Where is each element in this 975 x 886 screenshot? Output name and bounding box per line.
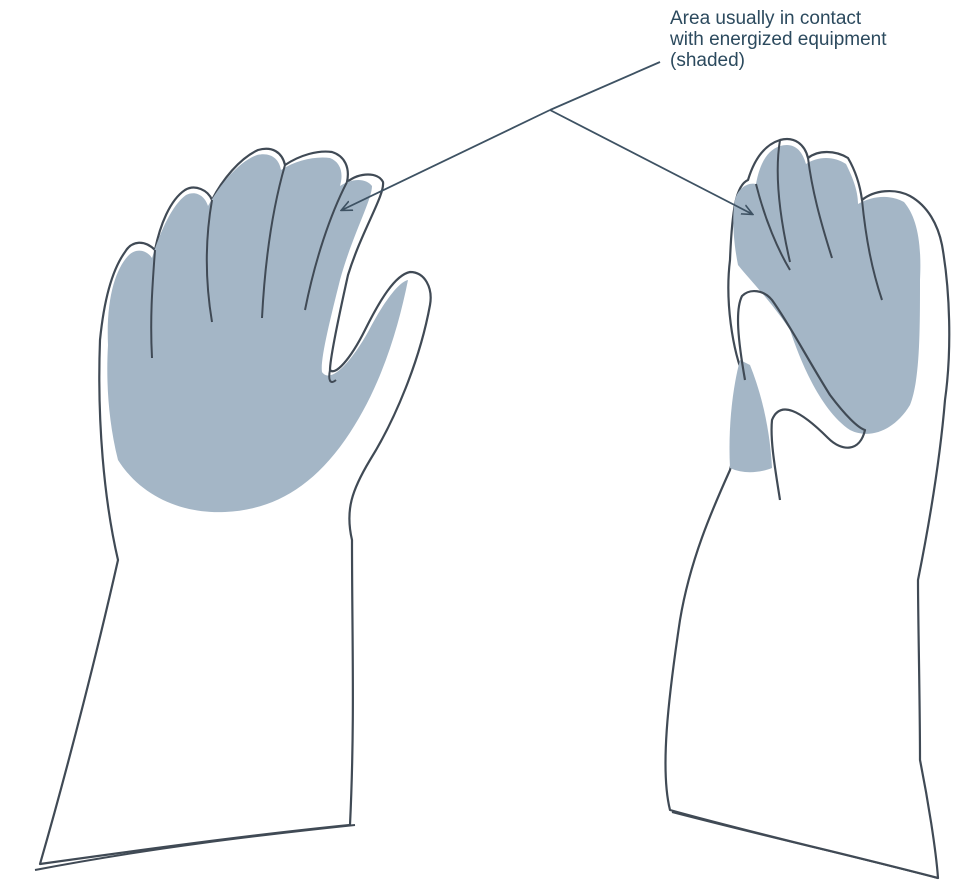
callout-leader: [342, 62, 752, 214]
leader-arrow-left: [342, 110, 550, 210]
leader-arrow-right: [550, 110, 752, 214]
callout-label: Area usually in contact with energized e…: [670, 8, 970, 71]
callout-line: with energized equipment: [670, 29, 970, 50]
leader-line-main: [550, 62, 660, 110]
right-glove: [665, 139, 949, 878]
callout-line: (shaded): [670, 50, 970, 71]
callout-line: Area usually in contact: [670, 8, 970, 29]
left-glove: [35, 149, 431, 870]
